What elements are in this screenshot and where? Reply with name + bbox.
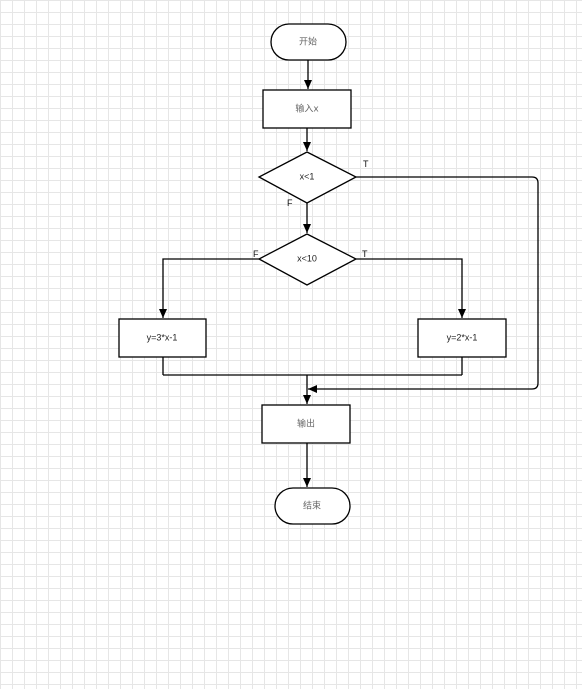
input-label: 输入x xyxy=(295,103,319,115)
decision-1-label: x<1 xyxy=(300,171,315,181)
assign-false-process[interactable]: y=3*x-1 xyxy=(118,318,207,358)
edge-label-cond1-true: T xyxy=(363,159,369,169)
assign-true-process[interactable]: y=2*x-1 xyxy=(417,318,507,358)
assign-true-label: y=2*x-1 xyxy=(447,332,478,342)
edge-cond1-true-to-merge[interactable] xyxy=(308,176,539,393)
output-label: 输出 xyxy=(297,418,315,430)
assign-false-label: y=3*x-1 xyxy=(147,332,178,342)
end-label: 结束 xyxy=(303,500,321,512)
input-process[interactable]: 输入x xyxy=(262,89,352,129)
decision-2-label: x<10 xyxy=(297,253,317,263)
output-process[interactable]: 输出 xyxy=(261,404,351,444)
edge-label-cond2-false: F xyxy=(253,249,259,259)
edge-label-cond2-true: T xyxy=(362,249,368,259)
decision-x-less-1[interactable]: x<1 xyxy=(257,151,358,204)
edge-label-cond1-false: F xyxy=(287,198,293,208)
start-label: 开始 xyxy=(299,36,317,48)
start-terminator[interactable]: 开始 xyxy=(270,23,347,61)
end-terminator[interactable]: 结束 xyxy=(274,487,351,525)
edge-cond2-true-to-assign-right[interactable] xyxy=(356,258,466,318)
edge-cond2-false-to-assign-left[interactable] xyxy=(159,258,259,318)
decision-x-less-10[interactable]: x<10 xyxy=(257,233,358,286)
